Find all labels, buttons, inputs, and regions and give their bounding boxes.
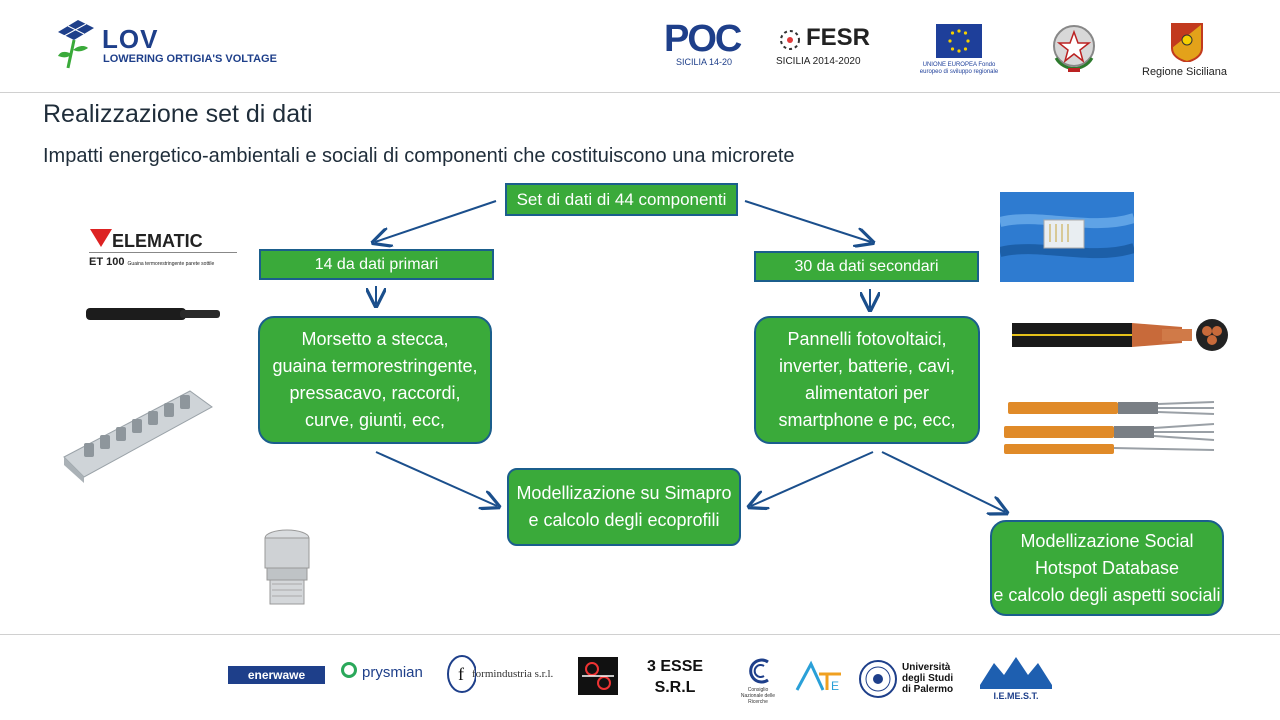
header-divider [0, 92, 1280, 93]
arrow-left-to-center [375, 451, 497, 506]
simapro-line-1: Modellizazione su Simapro [516, 483, 732, 503]
iemest-label: I.E.ME.S.T. [993, 691, 1038, 701]
box-simapro-modeling: Modellizazione su Simapro e calcolo degl… [507, 468, 741, 546]
svg-text:f: f [458, 664, 464, 684]
box-secondary-data-label: 30 da dati secondari [794, 258, 939, 275]
social-line-3: e calcolo degli aspetti sociali [993, 584, 1221, 605]
poc-logo: POC [664, 18, 742, 60]
arrow-top-to-right [744, 200, 871, 242]
project-logo-text: LOV [102, 24, 159, 54]
box-secondary-components-text: Pannelli fotovoltaici, inverter, batteri… [778, 326, 955, 434]
unipa-logo-text: Università degli Studi di Palermo [902, 662, 953, 695]
formindustria-logo: formindustria s.r.l. [472, 668, 554, 680]
box-dataset-total: Set di dati di 44 componenti [505, 183, 738, 216]
box-dataset-total-label: Set di dati di 44 componenti [516, 190, 727, 209]
svg-text:E: E [831, 679, 839, 693]
fesr-star-icon [780, 30, 800, 50]
iemest-logo: I.E.ME.S.T. [980, 657, 1052, 701]
unipa-line-1: Università [902, 662, 951, 673]
unipa-line-3: di Palermo [902, 684, 954, 695]
unipa-line-2: degli Studi [902, 673, 954, 684]
arrow-right-to-center [751, 451, 874, 506]
box-social-hotspot-modeling-text: Modellizazione Social Hotspot Database e… [993, 528, 1220, 609]
box-simapro-modeling-text: Modellizazione su Simapro e calcolo degl… [516, 480, 731, 534]
primary-line-2: guaina termorestringente, [272, 356, 478, 376]
unipa-seal-icon [859, 660, 897, 698]
cnr-logo-icon [749, 658, 769, 684]
elematic-brand: ELEMATIC [112, 231, 203, 251]
region-label: Regione Siciliana [1142, 66, 1227, 78]
italian-republic-emblem-icon [1053, 25, 1095, 72]
sicilia-region-emblem-icon [1171, 23, 1203, 62]
box-primary-components: Morsetto a stecca, guaina termorestringe… [258, 316, 492, 444]
power-cable-image [1012, 319, 1228, 351]
cnr-label: Consiglio Nazionale delle Ricerche [740, 687, 776, 705]
primary-line-4: curve, giunti, ecc, [304, 410, 446, 430]
formindustria-logo-icon: f [447, 655, 476, 693]
fesr-logo-sub: SICILIA 2014-2020 [776, 56, 861, 67]
tre-esse-line-1: 3 ESSE [647, 658, 704, 675]
primary-line-3: pressacavo, raccordi, [289, 383, 461, 403]
solar-panel-plant-icon [58, 20, 94, 69]
prysmian-logo: prysmian [362, 664, 423, 681]
project-logo-subtitle: LOWERING ORTIGIA'S VOLTAGE [103, 53, 277, 65]
terminal-strip-image [63, 390, 213, 483]
simapro-line-2: e calcolo degli ecoprofili [528, 510, 720, 530]
poc-logo-sub: SICILIA 14-20 [676, 57, 733, 67]
box-primary-data: 14 da dati primari [259, 249, 494, 280]
secondary-line-3: alimentatori per [804, 383, 930, 403]
arrow-top-to-left [375, 200, 497, 242]
slide-header: LOV LOWERING ORTIGIA'S VOLTAGE POC SICIL… [0, 0, 1280, 92]
footer-divider [0, 634, 1280, 635]
slide-subtitle: Impatti energetico-ambientali e sociali … [43, 145, 795, 167]
tre-esse-line-2: S.R.L [654, 679, 696, 696]
box-social-hotspot-modeling: Modellizazione Social Hotspot Database e… [990, 520, 1224, 616]
slide-title: Realizzazione set di dati [43, 100, 313, 128]
eu-label: UNIONE EUROPEA Fondo europeo di sviluppo… [919, 62, 999, 75]
ate-logo-icon: E [795, 660, 841, 693]
prysmian-logo-icon [341, 662, 357, 678]
tre-esse-logo: 3 ESSE S.R.L [647, 656, 703, 698]
shielded-cables-image [1004, 401, 1215, 454]
eu-flag-icon [936, 24, 982, 58]
fesr-logo: FESR [806, 24, 871, 51]
arrow-right-to-social [881, 451, 1005, 512]
elematic-logo-icon [90, 229, 112, 247]
social-line-1: Modellizazione Social [1020, 530, 1194, 551]
enerwawe-logo: enerwawe [228, 666, 325, 684]
elematic-divider [89, 252, 237, 253]
apeo-logo-icon [578, 657, 618, 695]
heat-shrink-tube-image [86, 308, 220, 320]
secondary-line-4: smartphone e pc, ecc, [778, 410, 956, 430]
cable-gland-image [264, 529, 310, 605]
box-secondary-components: Pannelli fotovoltaici, inverter, batteri… [754, 316, 980, 444]
secondary-line-1: Pannelli fotovoltaici, [787, 329, 947, 349]
elematic-product: ET 100 [89, 256, 125, 268]
box-primary-components-text: Morsetto a stecca, guaina termorestringe… [272, 326, 477, 434]
primary-line-1: Morsetto a stecca, [301, 329, 449, 349]
elematic-product-label: ET 100 Guaina termorestringente parete s… [89, 256, 214, 268]
elematic-desc: Guaina termorestringente parete sottile [127, 261, 215, 267]
box-primary-data-label: 14 da dati primari [314, 256, 439, 273]
secondary-line-2: inverter, batterie, cavi, [778, 356, 956, 376]
ethernet-cable-image [1000, 192, 1134, 282]
box-secondary-data: 30 da dati secondari [754, 251, 979, 282]
social-line-2: Hotspot Database [1034, 557, 1180, 578]
